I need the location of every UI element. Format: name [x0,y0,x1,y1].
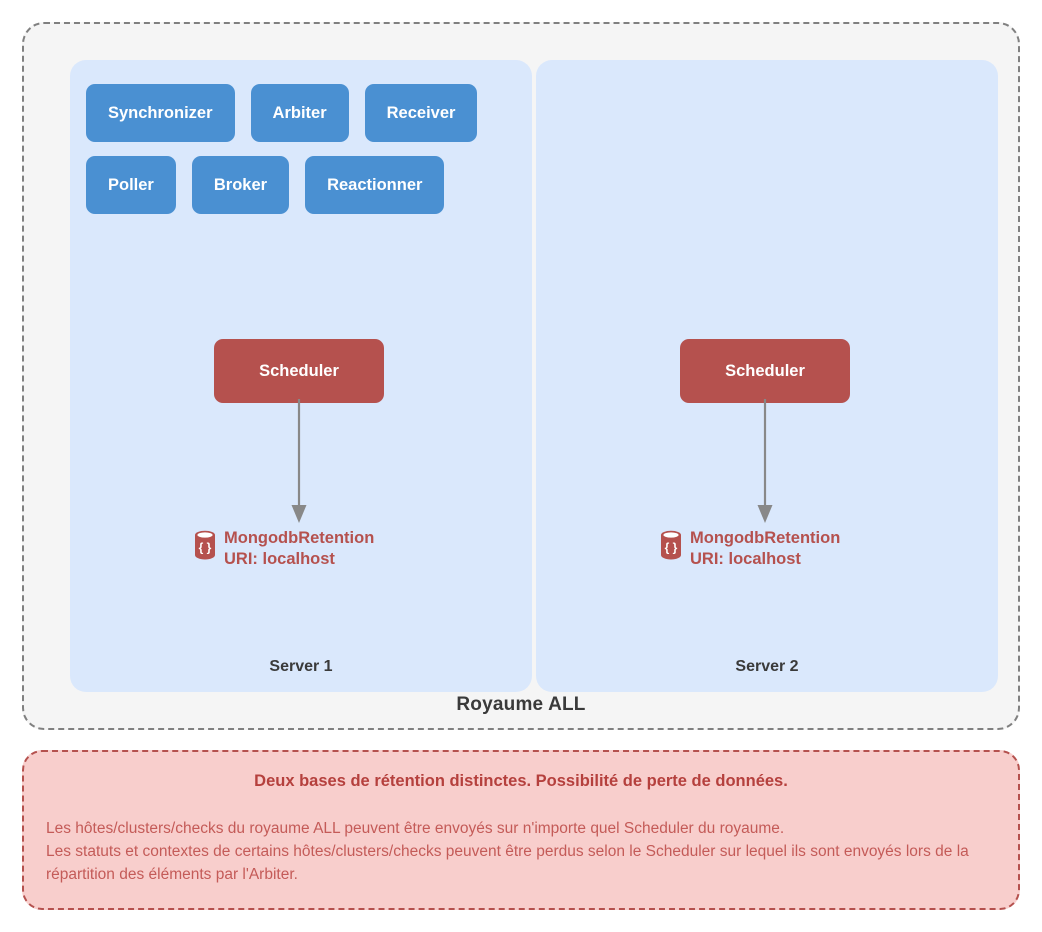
realm-label: Royaume ALL [456,694,586,715]
daemon-chip-poller[interactable]: Poller [86,156,176,214]
scheduler-node-server-2[interactable]: Scheduler [680,339,850,403]
scheduler-to-database-arrow-1 [291,399,307,523]
daemon-chip-group: Synchronizer Arbiter Receiver Poller Bro… [86,84,516,228]
scheduler-node-server-1[interactable]: Scheduler [214,339,384,403]
svg-text:{ }: { } [199,541,212,555]
database-node-server-2: { } MongodbRetention URI: localhost [658,528,840,570]
daemon-chip-broker[interactable]: Broker [191,156,290,214]
database-name: MongodbRetention [224,529,375,547]
daemon-chip-receiver[interactable]: Receiver [364,84,478,142]
database-uri: URI: localhost [690,550,801,568]
warning-body: Les hôtes/clusters/checks du royaume ALL… [46,817,996,886]
daemon-row-2: Poller Broker Reactionner [86,156,516,214]
database-uri: URI: localhost [224,550,335,568]
warning-line-1: Les hôtes/clusters/checks du royaume ALL… [46,820,785,837]
daemon-chip-synchronizer[interactable]: Synchronizer [86,84,235,142]
database-label-group: MongodbRetention URI: localhost [224,528,374,570]
server-1-label: Server 1 [269,658,333,675]
warning-title: Deux bases de rétention distinctes. Poss… [254,772,788,790]
daemon-row-1: Synchronizer Arbiter Receiver [86,84,516,142]
daemon-chip-reactionner[interactable]: Reactionner [305,156,445,214]
database-name: MongodbRetention [690,529,841,547]
server-2-label: Server 2 [735,658,799,675]
server-panel-2: Scheduler { } MongodbRetention URI: loca… [536,60,998,692]
mongodb-cylinder-icon: { } [661,530,681,560]
scheduler-to-database-arrow-2 [757,399,773,523]
daemon-chip-arbiter[interactable]: Arbiter [250,84,349,142]
warning-line-2: Les statuts et contextes de certains hôt… [46,843,969,883]
realm-container: Synchronizer Arbiter Receiver Poller Bro… [22,22,1020,730]
svg-text:{ }: { } [665,541,678,555]
database-label-group: MongodbRetention URI: localhost [690,528,840,570]
database-node-server-1: { } MongodbRetention URI: localhost [192,528,374,570]
server-panel-1: Synchronizer Arbiter Receiver Poller Bro… [70,60,532,692]
mongodb-cylinder-icon: { } [195,530,215,560]
warning-box: Deux bases de rétention distinctes. Poss… [22,750,1020,910]
